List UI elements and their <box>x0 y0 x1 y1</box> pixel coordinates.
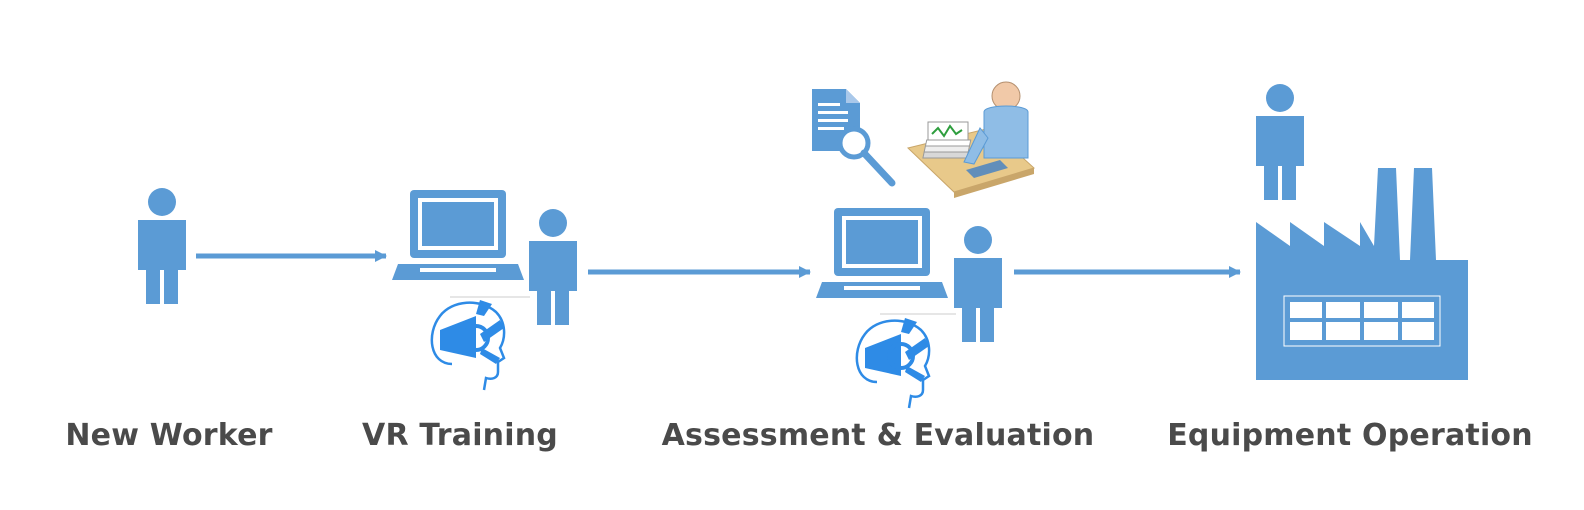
operator-person-icon <box>1256 84 1304 200</box>
vr-headset-icon <box>854 316 932 410</box>
stage-label-new-worker: New Worker <box>65 418 273 453</box>
assessed-worker-person-icon <box>954 226 1002 342</box>
laptop-icon <box>816 208 948 298</box>
stage-label-vr-training: VR Training <box>362 418 558 453</box>
document-search-icon <box>812 89 896 187</box>
new-worker-person-icon <box>138 188 186 304</box>
vr-trainee-person-icon <box>529 209 577 325</box>
vr-headset-icon <box>429 298 507 392</box>
laptop-icon <box>392 190 524 280</box>
analyst-desk-icon <box>906 81 1035 198</box>
factory-icon <box>1256 168 1468 380</box>
stage-label-assessment: Assessment & Evaluation <box>661 418 1095 453</box>
stage-label-equipment-operation: Equipment Operation <box>1167 418 1533 453</box>
